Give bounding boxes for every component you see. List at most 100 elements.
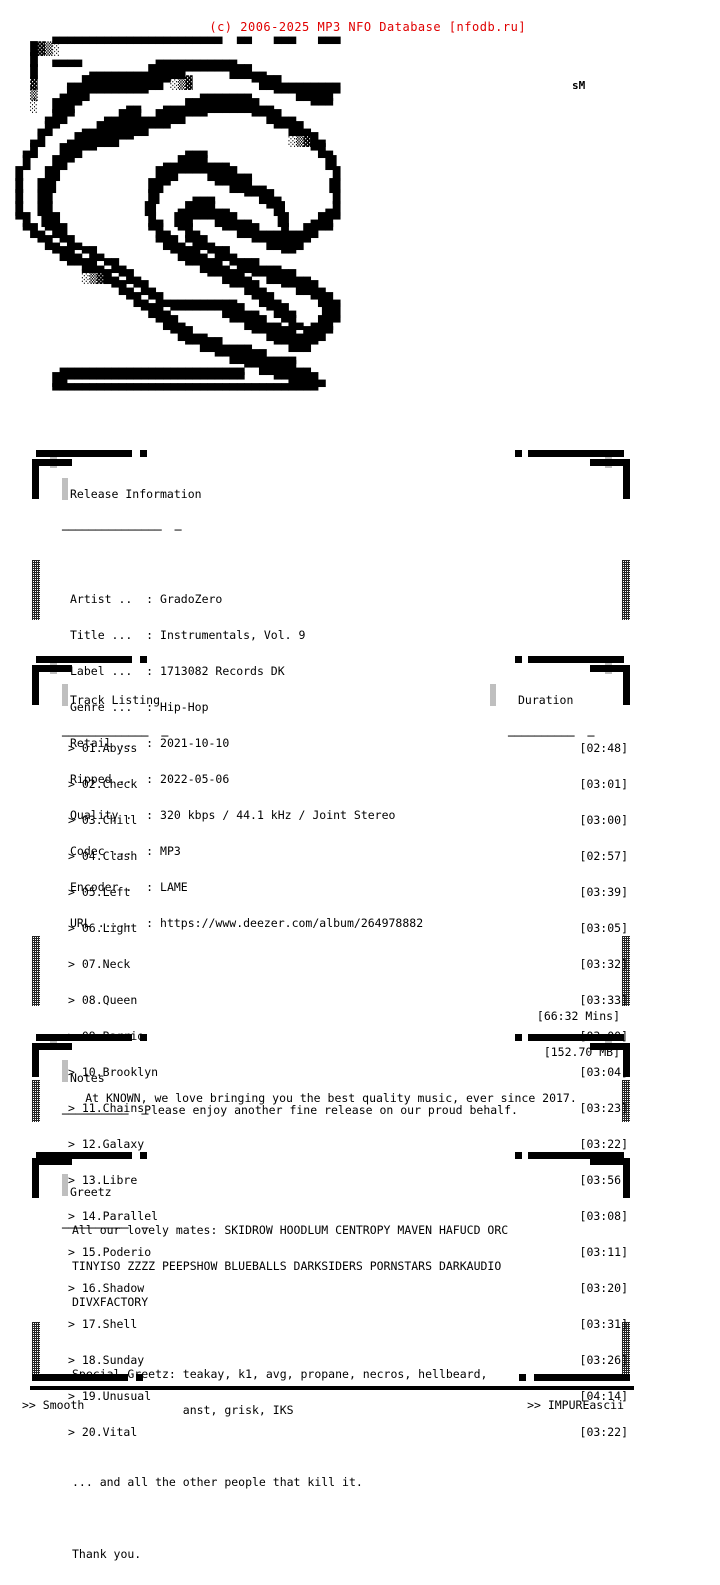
track-number: 03.	[81, 813, 103, 827]
tracks-title: Track Listing	[70, 693, 161, 707]
track-row[interactable]: > 05.Left[03:39]	[68, 886, 628, 898]
release-url-link[interactable]: https://www.deezer.com/album/264978882	[160, 916, 424, 930]
track-row[interactable]: > 12.Galaxy[03:22]	[68, 1138, 628, 1150]
track-row[interactable]: > 10.Brooklyn[03:04]	[68, 1066, 628, 1078]
release-field-encoder-value: LAME	[160, 880, 188, 894]
copyright-text: (c) 2006-2025 MP3 NFO Database [nfodb.ru…	[209, 20, 527, 34]
greetz-title: Greetz	[70, 1185, 112, 1199]
release-field-title-label: Title ... :	[70, 628, 154, 642]
greetz-mates-line-3: DIVXFACTORY	[72, 1295, 149, 1309]
track-name: Unusual	[102, 1389, 152, 1403]
greetz-special-line-1: Special Greetz: teakay, k1, avg, propane…	[72, 1367, 488, 1381]
track-number: 01.	[81, 741, 103, 755]
track-name: Left	[102, 885, 131, 899]
track-bullet-icon: >	[68, 921, 75, 935]
track-bullet-icon: >	[68, 957, 75, 971]
notes-header: Notes ────────── ─	[62, 1048, 148, 1143]
track-name: Parallel	[102, 1209, 159, 1223]
track-row[interactable]: > 20.Vital[03:22]	[68, 1426, 628, 1438]
track-duration: [03:32]	[579, 957, 628, 971]
release-field-quality: Quality . : 320 kbps / 44.1 kHz / Joint …	[70, 809, 423, 821]
release-field-genre: Genre ... : Hip-Hop	[70, 701, 423, 713]
track-row[interactable]: > 06.Light[03:05]	[68, 922, 628, 934]
track-bullet-icon: >	[68, 1101, 75, 1115]
greetz-section: Greetz ────────── ─ All our lovely mates…	[24, 1152, 638, 1560]
track-row[interactable]: > 11.Chains[03:23]	[68, 1102, 628, 1114]
notes-left-edge	[32, 1080, 40, 1122]
notes-right-edge	[622, 1080, 630, 1122]
track-name: Galaxy	[102, 1137, 145, 1151]
track-row[interactable]: > 02.Check [03:01]	[68, 778, 628, 790]
track-row[interactable]: > 13.Libre[03:56]	[68, 1174, 628, 1186]
greetz-top-left-nub	[140, 1152, 147, 1159]
track-name: Sunday	[102, 1353, 145, 1367]
notes-left-post	[32, 1043, 39, 1077]
track-row[interactable]: > 07.Neck[03:32]	[68, 958, 628, 970]
tracks-header-row: Track Listing ───────────── ─	[62, 670, 168, 765]
box-right-edge	[622, 560, 630, 620]
greetz-mates-line-1: All our lovely mates: SKIDROW HOODLUM CE…	[72, 1223, 509, 1237]
track-number: 16.	[81, 1281, 103, 1295]
greetz-spacer-2	[72, 1440, 508, 1452]
release-field-ripped-value: 2022-05-06	[160, 772, 230, 786]
box-top-right-nub	[515, 450, 522, 457]
release-field-encoder: Encoder . : LAME	[70, 881, 423, 893]
track-row[interactable]: > 08.Queen[03:33]	[68, 994, 628, 1006]
track-duration: [03:22]	[579, 1137, 628, 1151]
track-row[interactable]: > 19.Unusual[04:14]	[68, 1390, 628, 1402]
release-title: Release Information	[70, 487, 202, 501]
track-row[interactable]: > 16.Shadow[03:20]	[68, 1282, 628, 1294]
release-field-quality-value: 320 kbps / 44.1 kHz / Joint Stereo	[160, 808, 396, 822]
tracks-top-right-bar2	[590, 665, 630, 672]
track-row[interactable]: > 15.Poderio[03:11]	[68, 1246, 628, 1258]
release-field-codec-label: Codec ... :	[70, 844, 154, 858]
release-field-quality-label: Quality . :	[70, 808, 154, 822]
track-duration: [03:20]	[579, 1281, 628, 1295]
release-field-artist-label: Artist .. :	[70, 592, 154, 606]
total-duration: [66:32 Mins]	[536, 1009, 620, 1023]
greetz-right-edge	[622, 1322, 630, 1374]
release-field-artist: Artist .. : GradoZero	[70, 593, 423, 605]
greetz-left-post	[32, 1158, 39, 1198]
track-name: Shell	[102, 1317, 138, 1331]
track-bullet-icon: >	[68, 813, 75, 827]
track-number: 18.	[81, 1353, 103, 1367]
tracks-top-left-bar2	[32, 665, 72, 672]
box-top-left-bar	[36, 450, 132, 457]
release-field-retail-label: Retail .. :	[70, 736, 154, 750]
track-bullet-icon: >	[68, 777, 75, 791]
box-top-right-bar2	[590, 459, 630, 466]
release-field-label: Label ... : 1713082 Records DK	[70, 665, 423, 677]
track-duration: [03:01]	[579, 777, 628, 791]
track-name: Neck	[102, 957, 131, 971]
track-duration: [03:56]	[579, 1173, 628, 1187]
track-name: Check	[102, 777, 138, 791]
track-name: Chill	[102, 813, 138, 827]
release-field-retail-value: 2021-10-10	[160, 736, 230, 750]
footer-left-credit: >> Smooth	[22, 1398, 85, 1412]
track-number: 02.	[81, 777, 103, 791]
track-listing-section: Track Listing ───────────── ─ Duration ─…	[24, 656, 638, 1438]
greetz-bottom-right-nub	[519, 1374, 526, 1381]
track-number: 11.	[81, 1101, 103, 1115]
release-field-url[interactable]: URL ..... : https://www.deezer.com/album…	[70, 917, 423, 929]
release-field-url-label: URL ..... :	[70, 916, 154, 930]
greetz-top-right-nub	[515, 1152, 522, 1159]
track-bullet-icon: >	[68, 1353, 75, 1367]
track-row[interactable]: > 04.Clash[02:57]	[68, 850, 628, 862]
track-row[interactable]: > 03.Chill[03:00]	[68, 814, 628, 826]
notes-text: At KNOWN, we love bringing you the best …	[24, 1092, 638, 1116]
tracks-title-dotstrip	[62, 684, 68, 706]
ascii-artist-signature: sM	[572, 80, 585, 92]
track-row[interactable]: > 14.Parallel[03:08]	[68, 1210, 628, 1222]
signature-text: sM	[572, 79, 586, 92]
duration-header-row: Duration ────────── ─	[508, 670, 594, 765]
track-row[interactable]: > 17.Shell[03:31]	[68, 1318, 628, 1330]
track-row[interactable]: > 18.Sunday[03:26]	[68, 1354, 628, 1366]
track-number: 20.	[81, 1425, 103, 1439]
release-field-retail: Retail .. : 2021-10-10	[70, 737, 423, 749]
footer-right-credit: >> IMPUREascii	[527, 1398, 624, 1412]
track-number: 08.	[81, 993, 103, 1007]
track-row[interactable]: > 01.Abyss[02:48]	[68, 742, 628, 754]
release-field-ripped-label: Ripped .. :	[70, 772, 154, 786]
